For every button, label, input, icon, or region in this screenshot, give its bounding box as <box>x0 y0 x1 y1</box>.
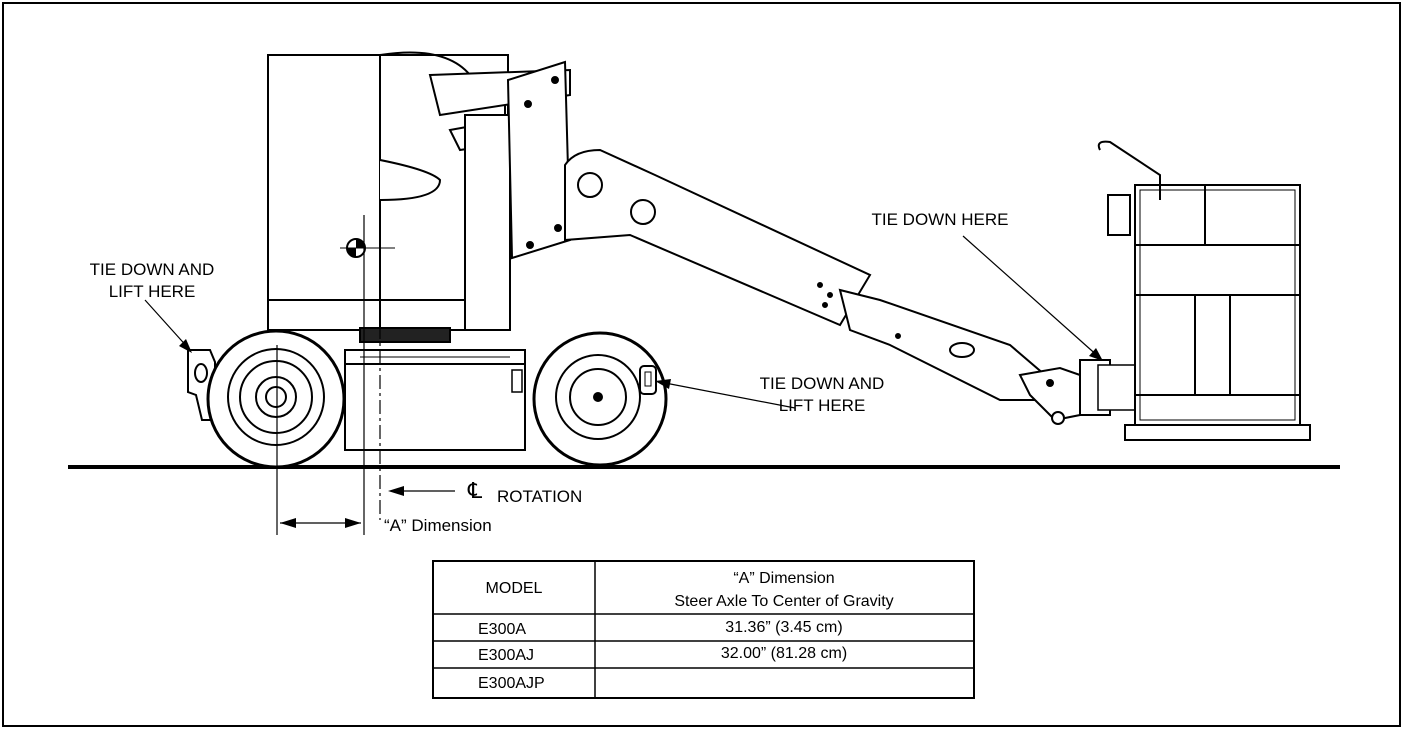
leader-front-tie-down <box>659 381 796 409</box>
table-row-model: E300AJ <box>478 647 534 664</box>
counterweight <box>267 54 381 331</box>
aerial-lift-machine <box>187 51 1311 469</box>
chassis <box>344 349 526 451</box>
leader-rear-tie-down <box>144 299 191 351</box>
steer-wheel <box>206 329 346 469</box>
label-tie-down-lift-front-2: LIFT HERE <box>779 396 866 415</box>
label-cl-rotation: ROTATION <box>497 487 582 506</box>
leader-platform-tie-down <box>962 235 1101 359</box>
table-row-value: 32.00” (81.28 cm) <box>721 645 847 662</box>
centerline-symbol: ℄ <box>467 478 483 503</box>
table-header-dimension: “A” Dimension <box>733 570 834 587</box>
center-of-gravity-symbol <box>340 238 395 258</box>
label-tie-down-lift-front-1: TIE DOWN AND <box>760 374 885 393</box>
label-a-dimension: “A” Dimension <box>384 516 492 535</box>
main-boom <box>564 148 872 327</box>
label-tie-down-lift-rear-2: LIFT HERE <box>109 282 196 301</box>
table-header-model: MODEL <box>486 580 543 597</box>
callout-leaders <box>144 235 1101 409</box>
table-row-value: 31.36” (3.45 cm) <box>725 619 842 636</box>
platform-basket <box>1097 140 1311 441</box>
dimension-table: MODEL “A” Dimension Steer Axle To Center… <box>432 560 975 699</box>
label-tie-down-lift-rear-1: TIE DOWN AND <box>90 260 215 279</box>
table-header-dimension-desc: Steer Axle To Center of Gravity <box>674 593 893 610</box>
label-tie-down-platform: TIE DOWN HERE <box>872 210 1009 229</box>
dimension-lines <box>276 215 455 535</box>
table-row-model: E300AJP <box>478 675 545 692</box>
table-row-model: E300A <box>478 621 526 638</box>
drive-wheel <box>532 331 668 467</box>
dimension-arrowheads <box>280 486 404 528</box>
